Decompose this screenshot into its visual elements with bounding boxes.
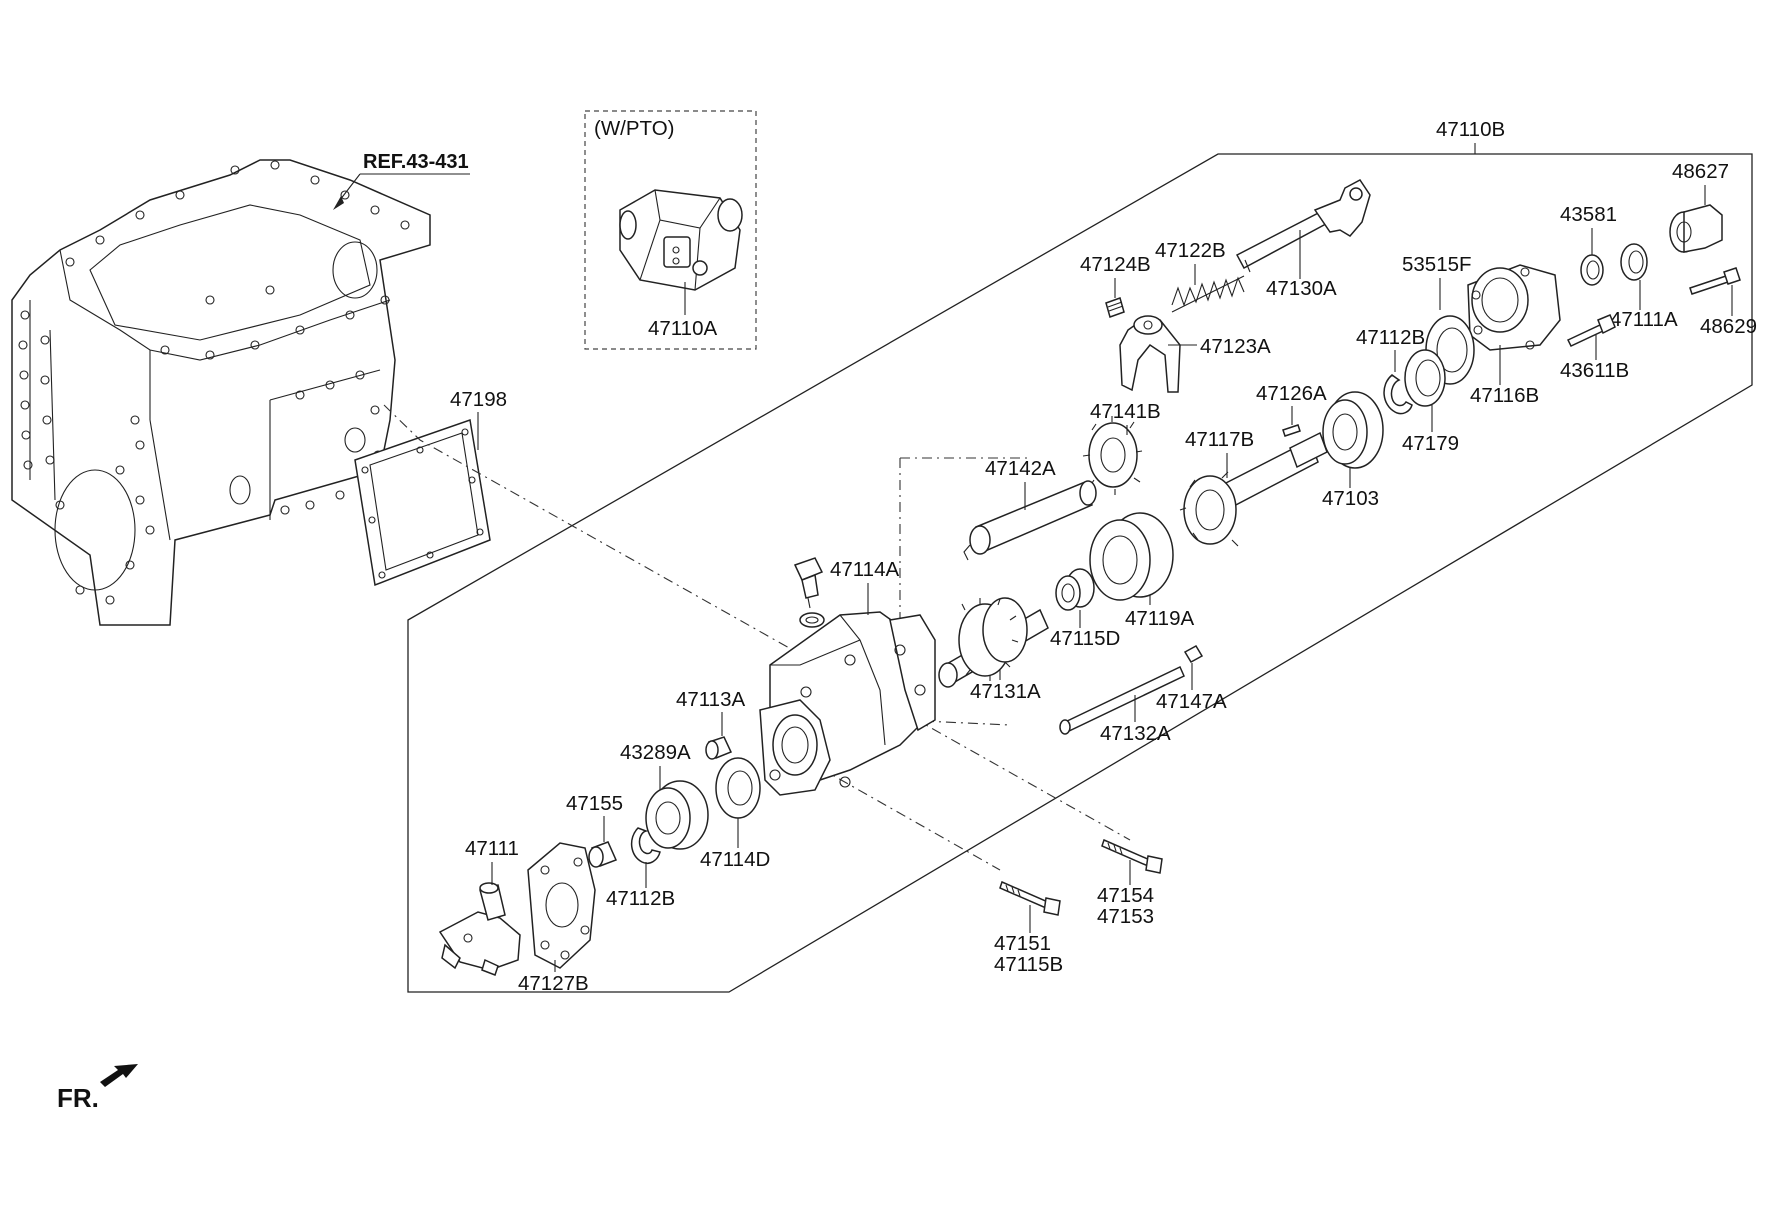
centerline-upper xyxy=(383,404,1131,841)
label-47111a: 47111A xyxy=(1610,308,1678,331)
label-47151: 47151 xyxy=(994,932,1051,955)
label-47124b: 47124B xyxy=(1080,253,1151,276)
label-43289a: 43289A xyxy=(620,741,691,764)
label-47112b-bottom: 47112B xyxy=(606,887,675,910)
label-47114d: 47114D xyxy=(700,848,770,871)
label-47198: 47198 xyxy=(450,388,507,411)
spring-47122b xyxy=(1171,275,1245,313)
label-47119a: 47119A xyxy=(1125,607,1194,630)
label-48627: 48627 xyxy=(1672,160,1729,183)
gasket-47198 xyxy=(354,418,491,587)
label-48629: 48629 xyxy=(1700,315,1757,338)
housing-47114a xyxy=(759,611,936,796)
label-47155: 47155 xyxy=(566,792,623,815)
label-47122b: 47122B xyxy=(1155,239,1226,262)
ref-label: REF.43-431 xyxy=(363,151,469,173)
snap-ring-47112b-top xyxy=(1383,374,1413,415)
label-47154: 47154 xyxy=(1097,884,1154,907)
ref-leader xyxy=(339,173,470,201)
label-47113a: 47113A xyxy=(676,688,745,711)
label-47141b: 47141B xyxy=(1090,400,1161,423)
front-arrow-icon xyxy=(100,1064,138,1087)
wpto-option-box xyxy=(584,110,757,350)
label-43611b: 43611B xyxy=(1560,359,1629,382)
snap-ring-47112b-bottom xyxy=(630,827,661,864)
label-47147a: 47147A xyxy=(1156,690,1227,713)
label-47114a: 47114A xyxy=(830,558,899,581)
label-47142a: 47142A xyxy=(985,457,1056,480)
bolt-47151-47115b xyxy=(999,880,1061,916)
label-47127b: 47127B xyxy=(518,972,589,995)
label-47116b: 47116B xyxy=(1470,384,1539,407)
key-47126a xyxy=(1282,424,1301,437)
label-47115d: 47115D xyxy=(1050,627,1120,650)
bearing-47114d xyxy=(715,757,761,819)
shaft-47142a xyxy=(963,480,1097,561)
label-47115b: 47115B xyxy=(994,953,1063,976)
cover-47116b xyxy=(1467,264,1561,351)
label-47153: 47153 xyxy=(1097,905,1154,928)
washer-43581 xyxy=(1580,254,1604,286)
label-47112b-top: 47112B xyxy=(1356,326,1425,349)
label-53515f: 53515F xyxy=(1402,253,1472,276)
label-47126a: 47126A xyxy=(1256,382,1327,405)
label-47179: 47179 xyxy=(1402,432,1459,455)
plug-47147a xyxy=(1183,644,1204,664)
centerline-lower xyxy=(819,767,1001,871)
wpto-label: (W/PTO) xyxy=(594,117,674,140)
front-direction-label: FR. xyxy=(57,1083,99,1113)
bushing-47155 xyxy=(588,841,618,868)
input-gear-47131a xyxy=(938,597,1049,688)
assembly-frame-47110b xyxy=(407,153,1753,993)
bolt-48629 xyxy=(1689,267,1741,295)
shift-fork-47123a xyxy=(1119,315,1181,393)
unit-47111 xyxy=(438,882,521,976)
transmission-case-illustration xyxy=(11,159,431,626)
plug-47124b xyxy=(1105,297,1125,318)
label-47103: 47103 xyxy=(1322,487,1379,510)
output-shaft-47117b xyxy=(1179,431,1328,547)
bearing-43289a xyxy=(645,780,709,850)
label-47111: 47111 xyxy=(465,837,519,860)
label-47131a: 47131A xyxy=(970,680,1041,703)
bushing-47113a xyxy=(705,736,733,760)
seal-47111a xyxy=(1620,243,1648,281)
needle-bearing-47115d xyxy=(1055,568,1095,611)
bolt-47154-47153 xyxy=(1101,838,1163,874)
label-47117b: 47117B xyxy=(1185,428,1254,451)
label-47110b: 47110B xyxy=(1436,118,1505,141)
clutch-47119a xyxy=(1089,512,1174,601)
label-47132a: 47132A xyxy=(1100,722,1171,745)
plug-48627 xyxy=(1669,204,1723,253)
rod-47132a xyxy=(1059,665,1185,735)
centerline-shaft xyxy=(899,457,1030,726)
label-47123a: 47123A xyxy=(1200,335,1271,358)
label-47130a: 47130A xyxy=(1266,277,1337,300)
bearing-47103 xyxy=(1322,391,1384,469)
cover-47127b xyxy=(527,842,596,969)
gear-47141b xyxy=(1082,416,1143,495)
bearing-47179 xyxy=(1404,349,1446,407)
ref-arrowhead xyxy=(333,196,344,210)
label-43581: 43581 xyxy=(1560,203,1617,226)
label-47110a: 47110A xyxy=(648,317,717,340)
shift-rod-47130a xyxy=(1235,179,1371,273)
pto-unit-47110a xyxy=(619,189,743,291)
sensor-switch xyxy=(793,557,825,628)
bolt-43611b xyxy=(1566,314,1616,347)
